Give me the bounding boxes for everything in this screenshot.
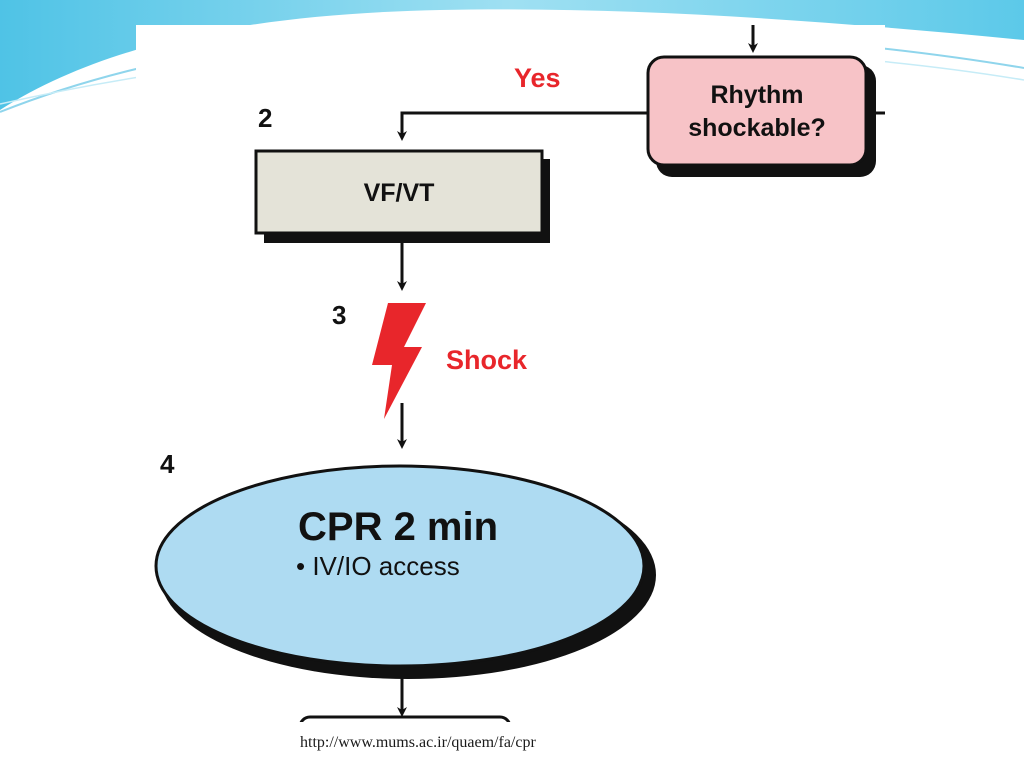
step2-number: 2 <box>258 103 272 133</box>
decision-label-line2: shockable? <box>688 114 826 142</box>
diagram-panel: Rhythm shockable? Yes 2 VF/VT 3 Shock 4 … <box>136 25 885 722</box>
decision-rhythm-shockable: Rhythm shockable? <box>646 55 876 177</box>
arrow-yes-branch <box>397 111 648 141</box>
step4-title: CPR 2 min <box>298 505 498 549</box>
ellipse-cpr: CPR 2 min • IV/IO access <box>154 464 656 679</box>
step4-number: 4 <box>160 449 175 479</box>
step3-label: Shock <box>446 345 528 375</box>
step4-bullet: • IV/IO access <box>296 551 460 581</box>
step3-number: 3 <box>332 300 346 330</box>
lightning-bolt-icon <box>372 303 426 419</box>
source-url-link[interactable]: http://www.mums.ac.ir/quaem/fa/cpr <box>300 734 536 751</box>
decision-label-line1: Rhythm <box>710 81 803 109</box>
step2-label: VF/VT <box>364 179 435 207</box>
cpr-flowchart: Rhythm shockable? Yes 2 VF/VT 3 Shock 4 … <box>154 25 885 722</box>
yes-label: Yes <box>514 63 561 93</box>
top-swoosh-band <box>0 0 1024 110</box>
next-step-box-partial <box>299 715 511 722</box>
process-vf-vt: VF/VT <box>254 149 550 243</box>
